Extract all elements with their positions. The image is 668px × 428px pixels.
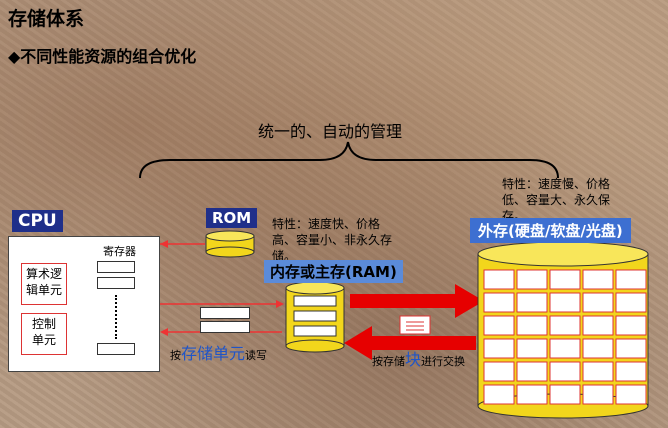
external-storage-label: 外存(硬盘/软盘/光盘)	[470, 218, 631, 243]
storage-block	[483, 315, 515, 336]
storage-block	[615, 384, 647, 405]
exchange-unit: 块	[405, 350, 422, 369]
access-suffix: 读写	[245, 349, 268, 362]
storage-block	[516, 315, 548, 336]
storage-block	[615, 315, 647, 336]
storage-block	[549, 338, 581, 359]
ram-cylinder	[285, 281, 345, 353]
external-spec: 特性：速度慢、价格 低、容量大、永久保 存。	[502, 176, 610, 224]
ram-spec: 特性：速度快、价格 高、容量小、非永久存 储。	[272, 216, 392, 264]
storage-block	[549, 361, 581, 382]
registers-label: 寄存器	[103, 245, 136, 258]
storage-block	[483, 292, 515, 313]
register-ellipsis	[115, 295, 119, 339]
storage-block	[615, 292, 647, 313]
alu-label-line: 算术逻	[25, 267, 62, 281]
cpu-box: 寄存器 算术逻 辑单元 控制 单元	[8, 236, 160, 372]
storage-block	[549, 315, 581, 336]
register	[97, 343, 135, 355]
brace	[139, 141, 559, 179]
control-label-line: 单元	[31, 333, 56, 347]
storage-block	[483, 384, 515, 405]
storage-block	[615, 361, 647, 382]
storage-block	[615, 269, 647, 290]
storage-block	[582, 338, 614, 359]
data-cell	[200, 321, 250, 333]
storage-block	[516, 269, 548, 290]
external-spec-line: 特性：速度慢、价格	[502, 177, 611, 191]
ram-spec-line: 特性：速度快、价格	[272, 217, 381, 231]
ram-label: 内存或主存(RAM)	[264, 260, 403, 283]
storage-block	[483, 361, 515, 382]
storage-block	[582, 269, 614, 290]
ram-ext-arrow	[350, 284, 484, 318]
control-unit-box: 控制 单元	[21, 313, 67, 355]
storage-block	[516, 292, 548, 313]
control-label-line: 控制	[31, 317, 56, 331]
cpu-ram-access-label: 按存储单元读写	[170, 340, 267, 364]
page-title: 存储体系	[8, 8, 85, 30]
exchange-prefix: 按存储	[372, 355, 405, 368]
access-unit: 存储单元	[181, 344, 246, 363]
register	[97, 261, 135, 273]
access-prefix: 按	[170, 349, 181, 362]
storage-block	[516, 384, 548, 405]
storage-block	[582, 292, 614, 313]
storage-block	[615, 338, 647, 359]
register	[97, 277, 135, 289]
exchange-suffix: 进行交换	[421, 355, 466, 368]
brace-label: 统一的、自动的管理	[258, 122, 403, 141]
ext-ram-arrow	[344, 326, 476, 360]
ram-spec-line: 高、容量小、非永久存	[272, 233, 393, 247]
storage-block	[582, 361, 614, 382]
storage-block	[582, 384, 614, 405]
storage-block	[516, 361, 548, 382]
external-spec-line: 低、容量大、永久保	[502, 193, 611, 207]
subtitle: ◆不同性能资源的组合优化	[8, 47, 197, 66]
ram-spec-line: 储。	[272, 249, 297, 263]
storage-block	[549, 292, 581, 313]
storage-block	[516, 338, 548, 359]
alu-label-line: 辑单元	[25, 283, 62, 297]
storage-block	[549, 269, 581, 290]
rom-cylinder	[205, 230, 255, 258]
data-cell	[200, 307, 250, 319]
external-cylinder	[477, 241, 649, 419]
storage-blocks-grid	[483, 269, 647, 405]
storage-block	[483, 269, 515, 290]
transfer-block	[399, 315, 431, 335]
storage-block	[549, 384, 581, 405]
rom-label: ROM	[206, 208, 258, 228]
storage-block	[483, 338, 515, 359]
alu-box: 算术逻 辑单元	[21, 263, 67, 305]
ram-ext-exchange-label: 按存储块进行交换	[372, 346, 465, 370]
cpu-label: CPU	[12, 210, 63, 232]
storage-block	[582, 315, 614, 336]
